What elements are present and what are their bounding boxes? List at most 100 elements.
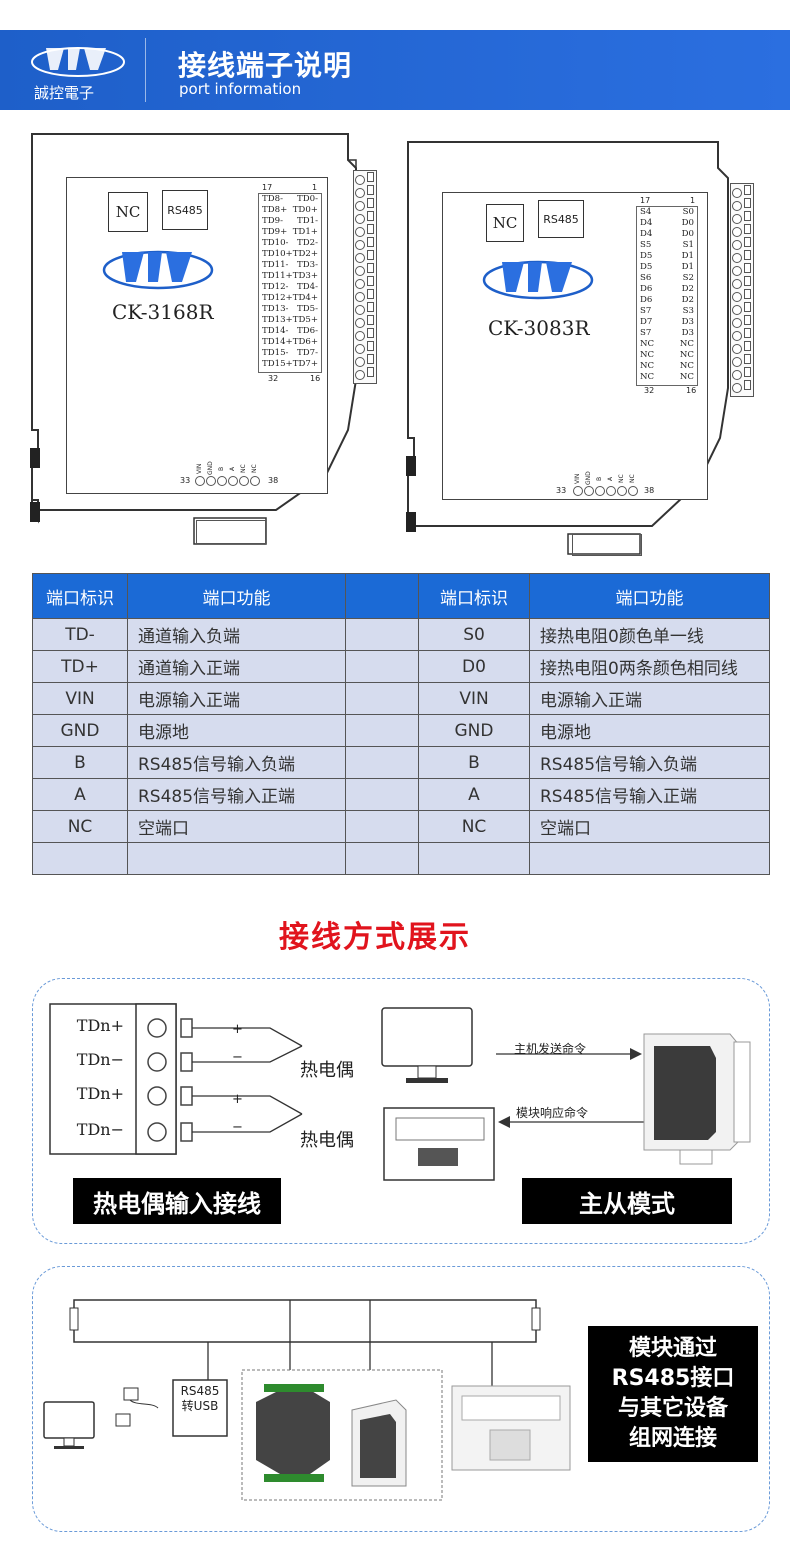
screw-icon: [355, 227, 365, 237]
pin-label: D0: [681, 229, 694, 239]
table-cell: [32, 842, 128, 875]
terminal-label: TDn−: [76, 1050, 124, 1069]
bottom-terminal-label: NC: [251, 464, 258, 473]
pin-label: D1: [681, 262, 694, 272]
screw-icon: [732, 292, 742, 302]
socket-icon: [367, 302, 374, 312]
pin-label: TD10+: [262, 249, 293, 259]
terminal-slot: [354, 249, 376, 263]
table-cell: NC: [418, 810, 530, 843]
socket-icon: [744, 315, 751, 325]
pin-label: S5: [640, 240, 652, 250]
terminal-slot: [731, 184, 753, 198]
table-cell: [345, 810, 419, 843]
pin-map-left: TD8-TD0-TD8+TD0+TD9-TD1-TD9+TD1+TD10-TD2…: [258, 193, 322, 373]
pin-label: TD4-: [297, 282, 318, 292]
pin-label: NC: [640, 372, 655, 382]
pin-row: TD11+TD3+: [259, 271, 321, 282]
screw-icon: [249, 476, 260, 486]
screw-icon: [732, 305, 742, 315]
terminal-slot: [354, 353, 376, 367]
socket-icon: [744, 276, 751, 286]
table-cell: 通道输入正端: [127, 650, 346, 683]
screw-icon: [355, 279, 365, 289]
page-header: 誠控電子 接线端子说明 port information: [0, 30, 790, 110]
screw-icon: [355, 188, 365, 198]
table-cell: TD-: [32, 618, 128, 651]
screw-icon: [572, 486, 583, 496]
pin-label: TD0-: [297, 194, 318, 204]
terminal-slot: [731, 236, 753, 250]
pin-number: 33: [180, 476, 191, 485]
pin-label: TD7-: [297, 348, 318, 358]
pin-label: D4: [640, 218, 653, 228]
table-cell: [345, 778, 419, 811]
bottom-terminal-label: A: [229, 466, 236, 471]
terminal-slot: [731, 314, 753, 328]
wiring-panel: [32, 978, 770, 1244]
terminal-slot: [731, 249, 753, 263]
terminal-slot: [354, 366, 376, 380]
socket-icon: [367, 341, 374, 351]
terminal-slot: [354, 197, 376, 211]
table-cell: 电源输入正端: [529, 682, 770, 715]
socket-icon: [744, 250, 751, 260]
table-cell: [345, 650, 419, 683]
table-cell: [345, 842, 419, 875]
pin-label: NC: [679, 339, 694, 349]
model-name: CK-3168R: [112, 300, 214, 324]
network-label-line: RS485接口: [611, 1366, 735, 1391]
screw-icon: [205, 476, 216, 486]
screw-icon: [355, 175, 365, 185]
pin-label: TD9+: [262, 227, 288, 237]
pin-label: TD11-: [262, 260, 289, 270]
pin-label: S4: [640, 207, 652, 217]
bottom-terminal-label: VIN: [574, 473, 581, 484]
table-cell: B: [418, 746, 530, 779]
socket-icon: [367, 172, 374, 182]
socket-icon: [744, 328, 751, 338]
screw-icon: [732, 188, 742, 198]
pin-label: S0: [682, 207, 694, 217]
socket-icon: [744, 341, 751, 351]
pin-label: D5: [640, 251, 653, 261]
screw-icon: [355, 253, 365, 263]
terminal-slot: [731, 262, 753, 276]
terminal-slot: [731, 301, 753, 315]
bottom-terminal-label: B: [218, 466, 225, 471]
pin-label: D5: [640, 262, 653, 272]
socket-icon: [367, 367, 374, 377]
table-header: [345, 573, 419, 619]
table-cell: RS485信号输入正端: [529, 778, 770, 811]
thermocouple-label: 热电偶: [300, 1060, 354, 1081]
pin-row: TD15-TD7-: [259, 348, 321, 359]
screw-icon: [732, 331, 742, 341]
screw-icon: [594, 486, 605, 496]
screw-icon: [732, 214, 742, 224]
terminal-slot: [354, 340, 376, 354]
table-cell: RS485信号输入负端: [529, 746, 770, 779]
pin-label: TD14-: [262, 326, 289, 336]
bottom-connector: [572, 534, 642, 556]
terminal-slot: [354, 223, 376, 237]
table-cell: [345, 682, 419, 715]
screw-icon: [732, 253, 742, 263]
pin-label: TD10-: [262, 238, 289, 248]
polarity-sign: −: [232, 1050, 243, 1065]
screw-icon: [227, 476, 238, 486]
screw-icon: [732, 383, 742, 393]
table-cell: B: [32, 746, 128, 779]
screw-icon: [732, 279, 742, 289]
bottom-terminal: GND: [583, 471, 594, 500]
terminal-slot: [731, 275, 753, 289]
table-cell: [345, 746, 419, 779]
terminal-slot: [354, 210, 376, 224]
table-cell: 接热电阻0颜色单一线: [529, 618, 770, 651]
table-cell: [345, 618, 419, 651]
